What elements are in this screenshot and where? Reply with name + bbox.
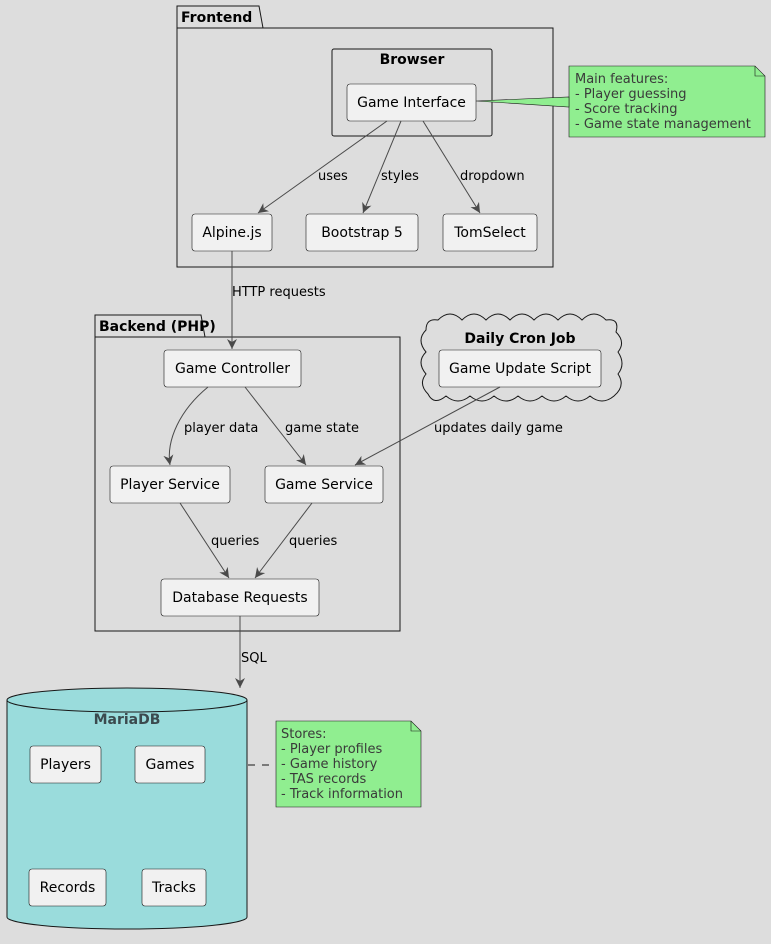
node-players-label: Players xyxy=(40,757,91,773)
stores-note-line: Stores: xyxy=(281,727,327,742)
stores-note-line: - TAS records xyxy=(281,772,367,787)
backend-package-title: Backend (PHP) xyxy=(99,319,216,335)
edge-dropdown-label: dropdown xyxy=(460,169,525,184)
edge-game-state xyxy=(244,386,307,466)
node-player-service[interactable]: Player Service xyxy=(109,465,231,504)
node-player-service-label: Player Service xyxy=(120,477,220,493)
node-game-update-script-label: Game Update Script xyxy=(449,361,591,377)
frontend-package: Frontend xyxy=(176,5,554,268)
edge-queries-player xyxy=(179,502,230,579)
edge-styles xyxy=(362,120,402,214)
node-alpine-js-label: Alpine.js xyxy=(202,225,261,241)
edge-http-requests-label: HTTP requests xyxy=(232,285,326,300)
node-games-label: Games xyxy=(146,757,195,773)
features-note-connector xyxy=(475,96,570,108)
node-records-label: Records xyxy=(40,880,96,896)
node-game-interface-label: Game Interface xyxy=(357,95,466,111)
node-records[interactable]: Records xyxy=(28,868,107,907)
node-alpine-js[interactable]: Alpine.js xyxy=(191,213,273,252)
node-game-update-script[interactable]: Game Update Script xyxy=(438,349,602,388)
node-game-service[interactable]: Game Service xyxy=(264,465,384,504)
edge-updates-daily-game xyxy=(354,386,501,466)
edge-sql-label: SQL xyxy=(241,651,267,666)
edge-queries-game-label: queries xyxy=(289,534,337,549)
edge-queries-player-label: queries xyxy=(211,534,259,549)
edge-game-state-label: game state xyxy=(285,421,359,436)
node-tomselect-label: TomSelect xyxy=(453,225,526,241)
edge-updates-daily-game-label: updates daily game xyxy=(434,421,563,436)
backend-package: Backend (PHP) xyxy=(94,314,401,632)
browser-group-title: Browser xyxy=(380,52,445,68)
features-note-line: - Score tracking xyxy=(575,102,678,117)
node-game-service-label: Game Service xyxy=(275,477,373,493)
edge-uses-label: uses xyxy=(318,169,348,184)
cron-cloud: Daily Cron Job xyxy=(420,313,623,402)
features-note-line: Main features: xyxy=(575,72,668,87)
node-database-requests[interactable]: Database Requests xyxy=(160,578,320,617)
features-note-line: - Game state management xyxy=(575,117,751,132)
edge-uses xyxy=(257,120,388,214)
edge-queries-game xyxy=(254,502,313,579)
node-game-controller[interactable]: Game Controller xyxy=(163,349,302,388)
browser-group: Browser xyxy=(331,48,493,137)
node-database-requests-label: Database Requests xyxy=(172,590,307,606)
edge-player-data xyxy=(163,386,209,466)
node-game-interface[interactable]: Game Interface xyxy=(346,83,477,122)
node-bootstrap-label: Bootstrap 5 xyxy=(321,225,403,241)
node-tracks-label: Tracks xyxy=(151,880,196,896)
stores-note-line: - Track information xyxy=(281,787,403,802)
mariadb-title: MariaDB xyxy=(94,712,161,728)
node-tomselect[interactable]: TomSelect xyxy=(442,213,538,252)
features-note: Main features: - Player guessing - Score… xyxy=(568,65,766,138)
node-bootstrap[interactable]: Bootstrap 5 xyxy=(305,213,419,252)
node-players[interactable]: Players xyxy=(29,745,102,784)
node-game-controller-label: Game Controller xyxy=(175,361,290,377)
stores-note-line: - Game history xyxy=(281,757,378,772)
edge-player-data-label: player data xyxy=(184,421,258,436)
edge-dropdown xyxy=(422,120,481,214)
cron-cloud-title: Daily Cron Job xyxy=(464,331,575,347)
frontend-package-title: Frontend xyxy=(181,10,252,26)
features-note-line: - Player guessing xyxy=(575,87,687,102)
stores-note: Stores: - Player profiles - Game history… xyxy=(275,720,422,808)
edge-styles-label: styles xyxy=(381,169,419,184)
node-tracks[interactable]: Tracks xyxy=(141,868,207,907)
stores-note-line: - Player profiles xyxy=(281,742,382,757)
node-games[interactable]: Games xyxy=(134,745,206,784)
